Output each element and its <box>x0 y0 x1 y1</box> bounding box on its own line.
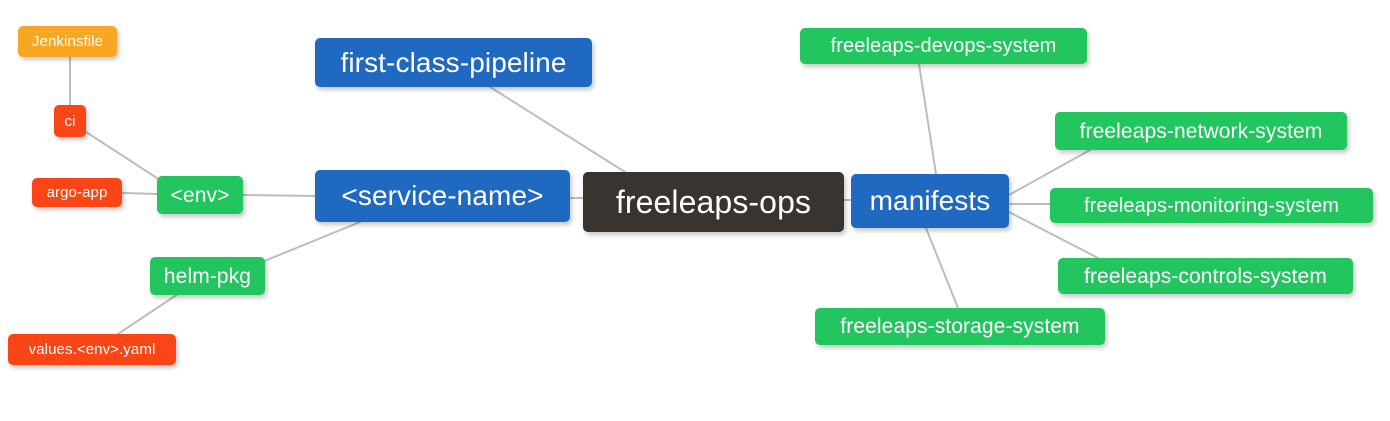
node-label: freeleaps-network-system <box>1079 119 1323 143</box>
node-label: argo-app <box>46 184 108 201</box>
node-label: manifests <box>869 185 991 216</box>
edge-service-name-to-helm-pkg <box>261 221 361 263</box>
node-freeleaps-controls-system[interactable]: freeleaps-controls-system <box>1058 258 1353 294</box>
node-label: freeleaps-devops-system <box>830 35 1057 57</box>
node-label: <service-name> <box>341 180 544 211</box>
node-label: values.<env>.yaml <box>28 341 156 358</box>
node-values-yaml[interactable]: values.<env>.yaml <box>8 334 176 365</box>
node-first-class-pipeline[interactable]: first-class-pipeline <box>315 38 592 87</box>
node-label: freeleaps-monitoring-system <box>1083 194 1339 217</box>
node-freeleaps-storage-system[interactable]: freeleaps-storage-system <box>815 308 1105 345</box>
edge-manifests-to-freeleaps-storage-system <box>925 227 959 309</box>
node-argo-app[interactable]: argo-app <box>32 178 122 207</box>
node-freeleaps-devops-system[interactable]: freeleaps-devops-system <box>800 28 1087 64</box>
node-label: freeleaps-controls-system <box>1084 264 1327 288</box>
node-label: Jenkinsfile <box>31 33 104 50</box>
node-freeleaps-network-system[interactable]: freeleaps-network-system <box>1055 112 1347 150</box>
node-env[interactable]: <env> <box>157 176 243 214</box>
edge-manifests-to-freeleaps-devops-system <box>918 63 937 175</box>
node-manifests[interactable]: manifests <box>851 174 1009 228</box>
node-label: first-class-pipeline <box>340 46 567 78</box>
edge-helm-pkg-to-values-yaml <box>117 293 179 335</box>
node-label: helm-pkg <box>163 264 252 288</box>
edge-ci-to-env <box>85 131 161 181</box>
edge-first-class-pipeline-to-freeleaps-ops <box>489 86 626 173</box>
node-label: ci <box>64 112 76 130</box>
edge-env-to-service-name <box>242 194 316 197</box>
node-ci[interactable]: ci <box>54 105 86 137</box>
node-freeleaps-ops[interactable]: freeleaps-ops <box>583 172 844 232</box>
node-jenkinsfile[interactable]: Jenkinsfile <box>18 26 117 57</box>
node-helm-pkg[interactable]: helm-pkg <box>150 257 265 295</box>
node-service-name[interactable]: <service-name> <box>315 170 570 222</box>
node-label: freeleaps-storage-system <box>840 315 1080 338</box>
node-label: <env> <box>170 183 230 207</box>
node-label: freeleaps-ops <box>615 184 812 220</box>
node-freeleaps-monitoring-system[interactable]: freeleaps-monitoring-system <box>1050 188 1373 223</box>
edge-argo-app-to-env <box>121 192 158 195</box>
